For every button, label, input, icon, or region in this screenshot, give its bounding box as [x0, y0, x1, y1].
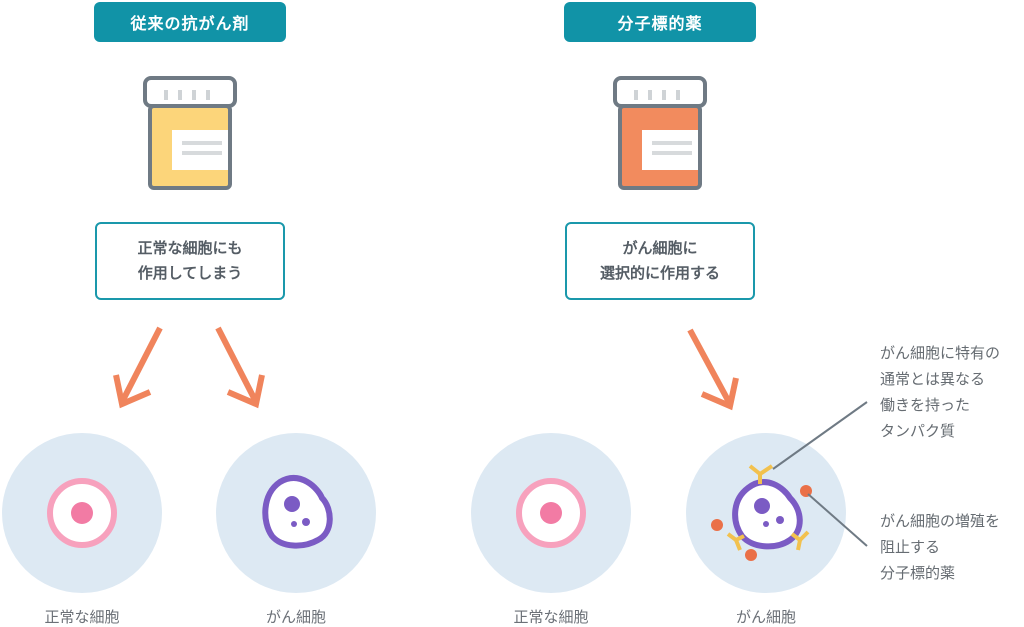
protein-icon [748, 464, 774, 484]
jar-label [172, 130, 228, 170]
note-line: がん細胞に [622, 239, 698, 257]
arrow-to-cancer-cell-right [687, 328, 739, 411]
protein-icon [790, 530, 810, 551]
callout-line-protein [772, 401, 868, 470]
callout-line: がん細胞の増殖を [880, 512, 1001, 530]
callout-protein: がん細胞に特有の 通常とは異なる 働きを持った タンパク質 [880, 340, 1000, 444]
normal-cell-icon [47, 478, 117, 548]
callout-line: 分子標的薬 [880, 564, 956, 582]
arrow-to-normal-cell-left [113, 326, 163, 409]
label-cancer-cell-left: がん細胞 [265, 608, 326, 626]
label-cancer-cell-right: がん細胞 [735, 608, 796, 626]
callout-line-drug [807, 493, 868, 547]
note-line: 作用してしまう [137, 264, 243, 282]
arrow-to-cancer-cell-left [215, 326, 265, 409]
cancer-cell-with-drug-icon [711, 464, 812, 561]
drug-dot [711, 519, 723, 531]
label-normal-cell-right: 正常な細胞 [513, 608, 589, 626]
cancer-cell-icon [262, 475, 333, 549]
jar-label [642, 130, 698, 170]
conventional-drug-jar-icon [143, 76, 237, 190]
jar-lid [613, 76, 707, 108]
normal-cell-icon [516, 478, 586, 548]
label-normal-cell-left: 正常な細胞 [44, 608, 120, 626]
callout-line: 阻止する [880, 538, 941, 556]
title-conventional: 従来の抗がん剤 [94, 2, 286, 42]
note-line: 正常な細胞にも [137, 239, 243, 257]
callout-line: タンパク質 [880, 422, 956, 440]
title-molecular-targeted: 分子標的薬 [564, 2, 756, 42]
molecular-targeted-drug-jar-icon [613, 76, 707, 190]
protein-icon [726, 532, 745, 551]
jar-lid [143, 76, 237, 108]
callout-line: がん細胞に特有の [880, 344, 1001, 362]
callout-line: 働きを持った [880, 396, 971, 414]
note-conventional: 正常な細胞にも 作用してしまう [95, 222, 285, 300]
callout-line: 通常とは異なる [880, 370, 986, 388]
note-line: 選択的に作用する [599, 264, 720, 282]
drug-dot [745, 549, 757, 561]
callout-drug: がん細胞の増殖を 阻止する 分子標的薬 [880, 508, 1000, 586]
note-molecular-targeted: がん細胞に 選択的に作用する [565, 222, 755, 300]
